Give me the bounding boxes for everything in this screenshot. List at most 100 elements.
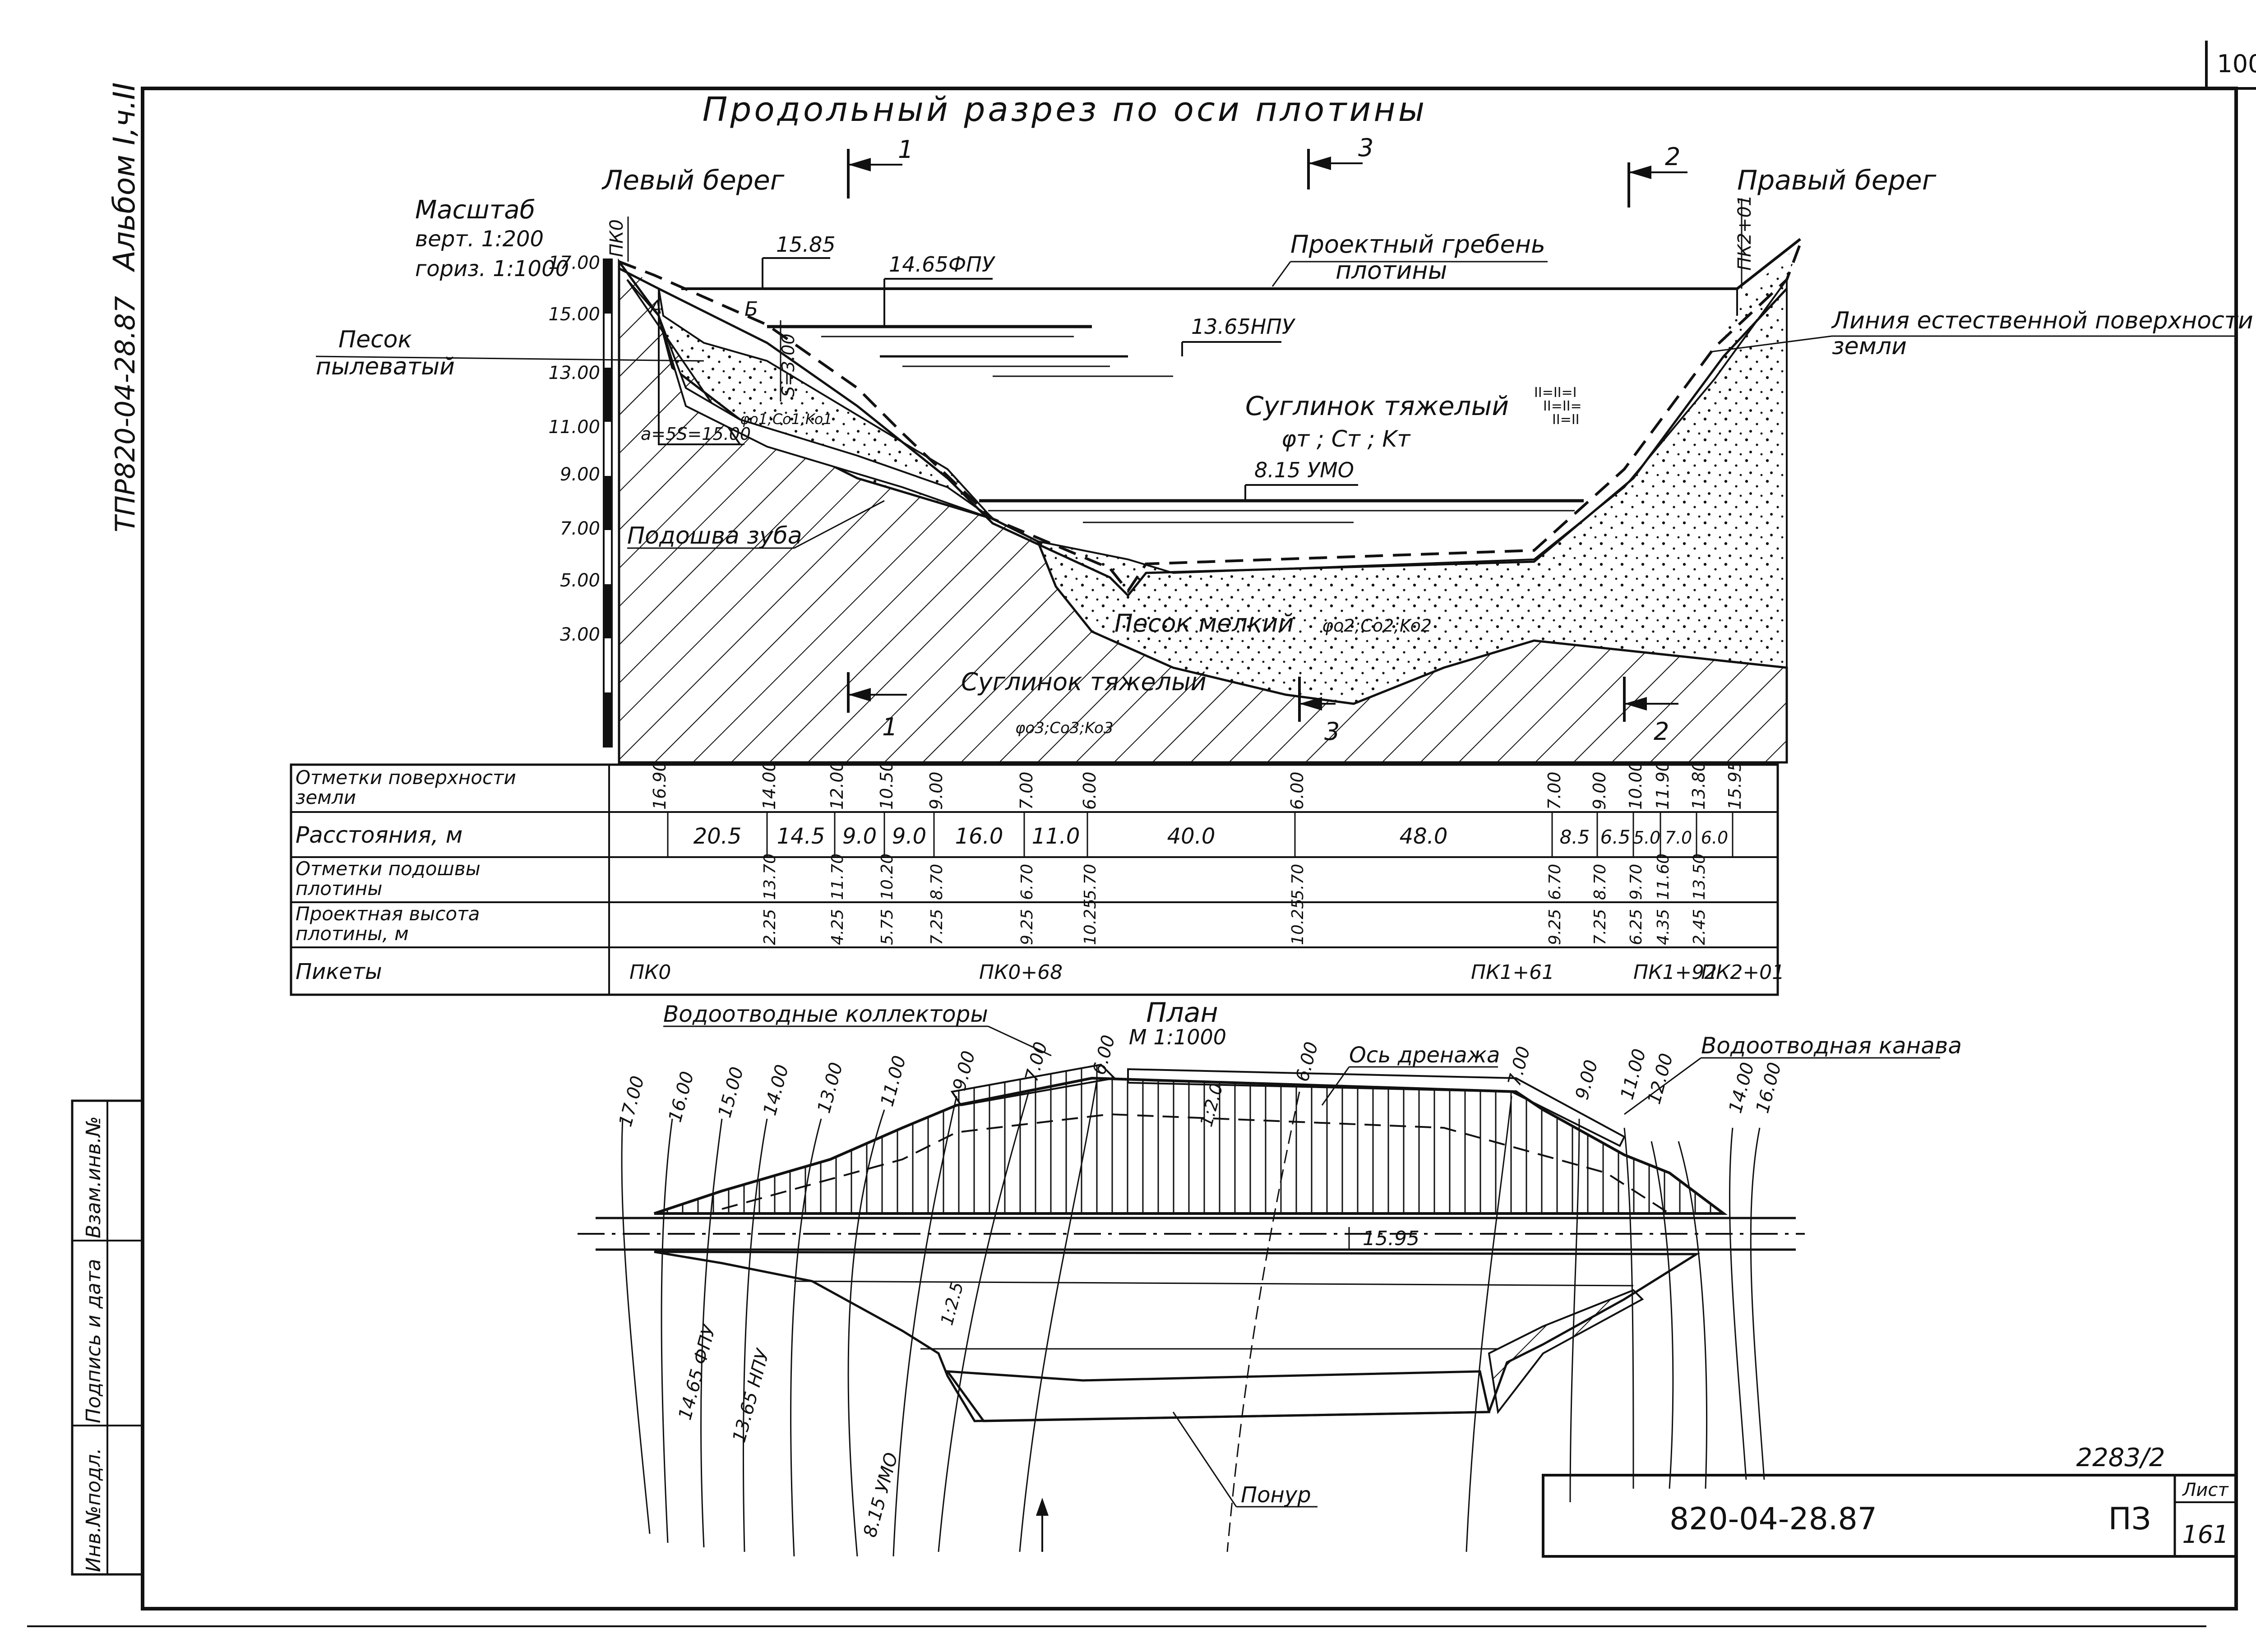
elev-tick-7: 7.00 [560, 518, 600, 539]
stamp-sign-date: Подпись и дата [82, 1259, 105, 1423]
section-title: Продольный разрез по оси плотины [703, 90, 1427, 129]
base-elev-cell: 8.70 [928, 864, 946, 900]
plan-scale: М 1:1000 [1129, 1025, 1226, 1049]
base-elev-cell: 11.70 [828, 854, 847, 900]
elev-tick-3: 3.00 [560, 624, 600, 645]
crest-label-1: Проектный гребень [1290, 230, 1545, 258]
title-block: 820-04-28.87 ПЗ Лист 161 2283/2 [1542, 1443, 2238, 1558]
height-cell: 10.25 [1289, 899, 1307, 945]
series-code: ТПР820-04-28.87 [110, 296, 141, 532]
base-elev-cell: 6.70 [1018, 864, 1036, 900]
ground-elev-cell: 13.80 [1689, 761, 1709, 810]
contour-label: 17.00 [615, 1074, 648, 1129]
elev-tick-9: 9.00 [560, 464, 600, 485]
base-elev-cell: 10.20 [878, 854, 897, 900]
natural-surface-1: Линия естественной поверхности [1831, 307, 2253, 334]
zone-params-3: φo3;Co3;Ko3 [1015, 719, 1113, 737]
ground-elev-cell: 10.50 [877, 761, 897, 810]
point-b: Б [744, 298, 758, 321]
contour-label: 9.00 [1572, 1058, 1602, 1102]
base-elev-cell: 6.70 [1546, 864, 1564, 900]
contour-label: 15.00 [714, 1065, 748, 1120]
elev-tick-15: 15.00 [548, 304, 600, 325]
base-elev-cell: 13.50 [1690, 854, 1709, 900]
dam-outline [618, 238, 1802, 597]
scale-horiz: гориз. 1:1000 [415, 256, 569, 281]
approval-stamp: Взам.инв.№ Подпись и дата Инв.№подл. [71, 1099, 144, 1576]
loam-params: φт ; Cт ; Kт [1281, 426, 1411, 452]
base-elev-cell: 5.70 [1081, 864, 1100, 900]
natural-surface-2: земли [1832, 333, 1907, 360]
picket-cell: ПК1+61 [1471, 961, 1554, 984]
ground-elev-cell: 6.00 [1287, 771, 1307, 810]
scale-vert: верт. 1:200 [415, 226, 544, 252]
sheet-number: 161 [2182, 1520, 2228, 1549]
contour-label: 16.00 [665, 1069, 698, 1125]
dim-a: a=5S=15.00 [641, 424, 751, 444]
contour-label: 11.00 [1617, 1047, 1650, 1102]
ground-elev-cell: 12.00 [827, 761, 847, 810]
album-label: Альбом I,ч.II [107, 83, 142, 272]
contour-label: 11.00 [877, 1053, 910, 1109]
height-cell: 10.25 [1081, 899, 1100, 945]
stage-code: ПЗ [2108, 1501, 2151, 1537]
picket-cell: ПК1+92 [1633, 961, 1717, 984]
ground-elev-cell: 9.00 [1590, 771, 1609, 810]
height-cell: 6.25 [1627, 909, 1646, 945]
elev-tick-5: 5.00 [560, 570, 600, 591]
plan-umo: 8.15 УМО [860, 1450, 902, 1540]
contour-label: 6.00 [1292, 1040, 1322, 1084]
soil-zones [618, 244, 1800, 764]
loam-legend-3: II=II [1552, 412, 1580, 428]
tooth-base-label: Подошва зуба [627, 522, 802, 549]
distances-row: 20.5 14.5 9.0 9.0 16.0 11.0 40.0 48.0 8.… [693, 824, 1729, 849]
pickets-row: ПК0 ПК0+68 ПК1+61 ПК1+92 ПК2+01 [629, 961, 1784, 984]
sand-fine-label: Песок мелкий [1114, 609, 1294, 637]
water-levels [767, 325, 1584, 523]
crest-label-2: плотины [1336, 256, 1447, 285]
distance-cell: 6.5 [1600, 826, 1631, 848]
distance-cell: 9.0 [842, 824, 877, 849]
collectors-label: Водоотводные коллекторы [663, 1001, 988, 1027]
loam-heavy-label: Суглинок тяжелый [1245, 391, 1509, 421]
ground-elev-cell: 10.00 [1626, 761, 1646, 810]
ground-elevations-row: 16.90 14.00 12.00 10.50 9.00 7.00 6.00 6… [650, 761, 1745, 810]
base-elev-cell: 11.60 [1654, 854, 1673, 900]
ground-elev-cell: 15.95 [1725, 761, 1745, 810]
stamp-inv-no: Инв.№подл. [82, 1448, 105, 1572]
base-elev-cell: 8.70 [1591, 864, 1609, 900]
ditch-label: Водоотводная канава [1701, 1033, 1962, 1059]
height-cell: 7.25 [928, 909, 946, 945]
distance-cell: 40.0 [1167, 824, 1216, 849]
row-base-2: плотины [296, 877, 382, 900]
height-cell: 5.75 [878, 909, 897, 945]
umo-level: 8.15 УМО [1254, 458, 1354, 482]
distance-cell: 16.0 [955, 824, 1003, 849]
height-cell: 7.25 [1591, 909, 1609, 945]
contour-label: 14.00 [759, 1062, 793, 1118]
ground-elev-cell: 11.90 [1653, 761, 1673, 810]
zone-params-2: φo2;Co2;Ko2 [1322, 616, 1432, 636]
elev-tick-17: 17.00 [548, 253, 600, 273]
distance-cell: 14.5 [777, 824, 825, 849]
pk201-top: ПК2+01 [1734, 195, 1755, 271]
elev-tick-13: 13.00 [548, 363, 600, 383]
cut-1-top: 1 [898, 135, 913, 164]
cut-1-bottom: 1 [882, 713, 897, 741]
height-cell: 4.35 [1654, 909, 1673, 945]
loam-heavy-2-label: Суглинок тяжелый [961, 668, 1207, 696]
plan-crest-level: 15.95 [1363, 1227, 1419, 1250]
doc-code: 820-04-28.87 [1669, 1501, 1877, 1537]
zone-params-1: φo1;Co1;Ko1 [740, 411, 832, 428]
section-cut-markers [847, 149, 1687, 722]
distance-cell: 8.5 [1560, 826, 1590, 848]
pk0-top: ПК0 [606, 219, 627, 257]
row-distances: Расстояния, м [296, 822, 462, 848]
sheet-label: Лист [2182, 1480, 2229, 1500]
npu-level: 13.65НПУ [1191, 314, 1296, 339]
elevation-scale [603, 258, 613, 748]
plan-dam-body [654, 1063, 1728, 1215]
base-elevations-row: 13.70 11.70 10.20 8.70 6.70 5.70 5.70 6.… [761, 854, 1709, 900]
base-elev-cell: 13.70 [761, 854, 779, 900]
plan-upstream-slope [654, 1251, 1701, 1422]
